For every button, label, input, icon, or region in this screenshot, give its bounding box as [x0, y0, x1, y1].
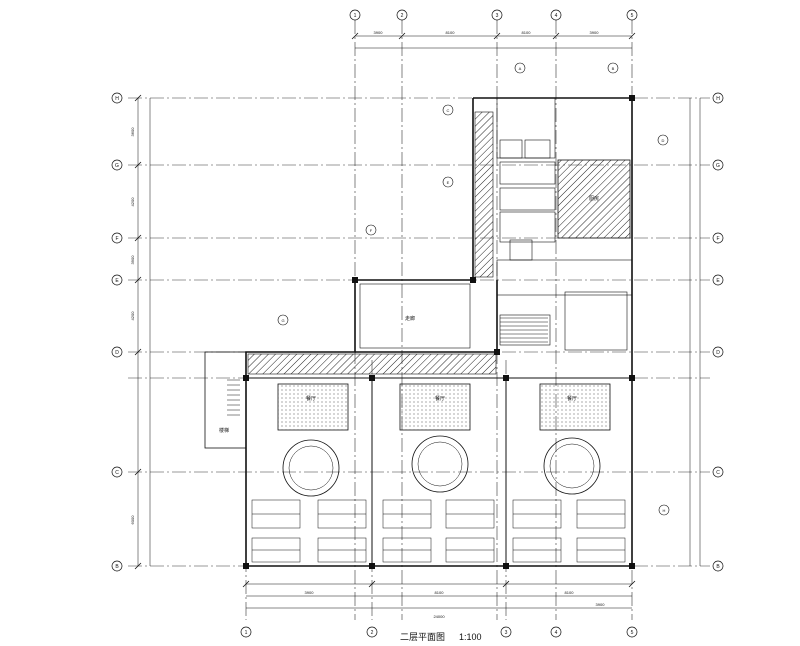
axis-left-F: F [115, 236, 118, 242]
room-label-dining-1: 餐厅 [306, 395, 316, 402]
axis-top-5: 5 [631, 13, 634, 19]
axis-top-4: 4 [555, 13, 558, 19]
dimension-lines [137, 35, 701, 609]
marker-4: D [662, 138, 665, 143]
axis-bubbles-top: 1 2 3 4 5 [349, 9, 638, 21]
room-labels: 餐厅 餐厅 餐厅 厨房 走廊 楼梯 [219, 195, 599, 434]
dim-bottom-4: 3900 [596, 602, 606, 607]
columns [243, 95, 635, 569]
marker-7: G [281, 318, 284, 323]
axis-bottom-5: 5 [631, 630, 634, 636]
marker-5: E [447, 180, 450, 185]
interior-partitions [246, 377, 632, 566]
marker-2: B [612, 66, 615, 71]
dim-text-top: 3900 8100 8100 3900 [374, 30, 600, 35]
exterior-stair [204, 351, 247, 449]
dim-text-left: 3600 4200 3900 4200 6000 [130, 127, 135, 525]
axis-left-G: G [115, 163, 119, 169]
dim-top-4: 3900 [590, 30, 600, 35]
axis-right-H: H [716, 96, 720, 102]
axis-right-C: C [716, 470, 720, 476]
axis-bottom-3: 3 [505, 630, 508, 636]
dim-top-1: 3900 [374, 30, 384, 35]
stair-treads [227, 317, 548, 416]
axis-left-C: C [115, 470, 119, 476]
room-label-dining-2: 餐厅 [435, 395, 445, 402]
axis-bottom-1: 1 [245, 630, 248, 636]
axis-bubbles-right: H G F E D C B [712, 92, 724, 572]
room-label-dining-3: 餐厅 [567, 395, 577, 402]
axis-top-2: 2 [401, 13, 404, 19]
drawing-title: 二层平面图 [400, 632, 446, 642]
service-islands [277, 383, 611, 431]
axis-left-D: D [115, 350, 119, 356]
marker-8: H [663, 508, 666, 513]
dim-left-3: 3900 [130, 255, 135, 265]
drawing-title-block: 二层平面图 1:100 [400, 630, 482, 643]
grid-lines [128, 20, 710, 620]
axis-left-E: E [115, 278, 119, 284]
dim-text-bottom: 3900 8100 8100 3900 24000 [305, 590, 606, 619]
axis-right-D: D [716, 350, 720, 356]
dim-left-1: 3600 [130, 127, 135, 137]
axis-bubbles-bottom: 1 2 3 4 5 [240, 626, 638, 638]
axis-right-E: E [716, 278, 720, 284]
axis-left-H: H [115, 96, 119, 102]
dim-top-3: 8100 [522, 30, 532, 35]
room-label-kitchen: 厨房 [589, 195, 599, 202]
dim-bottom-3: 8100 [565, 590, 575, 595]
dining-chairs-row2 [251, 537, 626, 563]
axis-bubbles-left: H G F E D C B [111, 92, 123, 572]
dim-left-4: 4200 [130, 311, 135, 321]
dim-bottom-2: 8100 [435, 590, 445, 595]
dim-left-5: 6000 [130, 515, 135, 525]
marker-6: F [370, 228, 373, 233]
drawing-scale: 1:100 [459, 632, 482, 642]
dim-left-2: 4200 [130, 197, 135, 207]
axis-top-1: 1 [354, 13, 357, 19]
dim-bottom-1: 3900 [305, 590, 315, 595]
axis-left-B: B [115, 564, 119, 570]
axis-bottom-2: 2 [371, 630, 374, 636]
marker-1: A [519, 66, 522, 71]
room-label-corridor: 走廊 [405, 315, 415, 322]
axis-right-G: G [716, 163, 720, 169]
hatched-areas [247, 111, 631, 375]
room-label-stair: 楼梯 [219, 427, 229, 434]
dim-bottom-total: 24000 [433, 614, 445, 619]
marker-3: C [447, 108, 450, 113]
axis-top-3: 3 [496, 13, 499, 19]
detail-markers: A B C D E F G H [277, 62, 670, 516]
dim-top-2: 8100 [446, 30, 456, 35]
dining-chairs-row1 [251, 499, 626, 529]
round-tables [282, 435, 601, 497]
axis-bottom-4: 4 [555, 630, 558, 636]
axis-right-B: B [716, 564, 720, 570]
axis-right-F: F [716, 236, 719, 242]
dimension-ticks [134, 32, 636, 588]
